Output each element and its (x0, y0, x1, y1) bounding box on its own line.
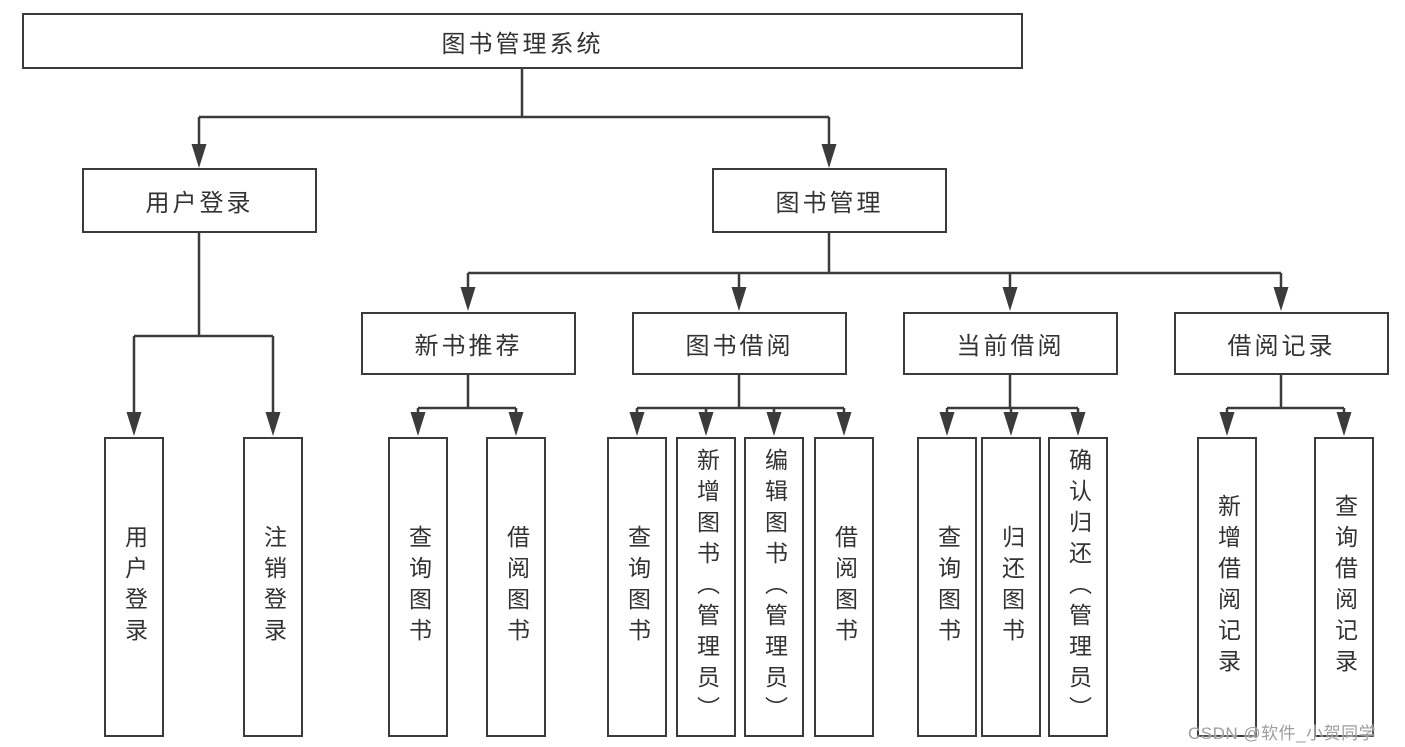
leaf-return-books: 归还图书 (981, 437, 1041, 737)
leaf-label: 编辑图书（管理员） (761, 447, 788, 727)
leaf-confirm-return-admin: 确认归还（管理员） (1048, 437, 1108, 737)
leaf-logout: 注销登录 (243, 437, 303, 737)
leaf-label: 借阅图书 (503, 525, 530, 649)
node-root-system: 图书管理系统 (22, 13, 1023, 69)
node-module-borrow-records: 借阅记录 (1174, 312, 1389, 375)
leaf-borrow-books: 借阅图书 (814, 437, 874, 737)
node-book-management-label: 图书管理 (775, 190, 884, 217)
node-module-new-book-recommend: 新书推荐 (361, 312, 576, 375)
leaf-label: 用户登录 (121, 525, 148, 649)
module-label: 当前借阅 (956, 333, 1065, 360)
arrowheads (126, 144, 1352, 436)
csdn-watermark: CSDN @软件_小贺同学 (1188, 724, 1377, 743)
leaf-label: 借阅图书 (831, 525, 858, 649)
leaf-borrow-books: 借阅图书 (486, 437, 546, 737)
module-label: 图书借阅 (685, 333, 794, 360)
node-module-book-borrow: 图书借阅 (632, 312, 847, 375)
leaf-add-books-admin: 新增图书（管理员） (676, 437, 736, 737)
leaf-label: 查询图书 (405, 525, 432, 649)
node-user-login-branch: 用户登录 (82, 168, 317, 233)
module-label: 新书推荐 (414, 333, 523, 360)
leaf-label: 确认归还（管理员） (1065, 447, 1092, 727)
leaf-label: 注销登录 (260, 525, 287, 649)
leaf-label: 归还图书 (998, 525, 1025, 649)
leaf-query-borrow-record: 查询借阅记录 (1314, 437, 1374, 737)
node-root-label: 图书管理系统 (441, 30, 604, 58)
node-user-login-label: 用户登录 (145, 190, 254, 217)
leaf-query-books: 查询图书 (607, 437, 667, 737)
leaf-edit-books-admin: 编辑图书（管理员） (744, 437, 804, 737)
leaf-label: 新增图书（管理员） (693, 447, 720, 727)
leaf-query-books: 查询图书 (917, 437, 977, 737)
node-module-current-borrow: 当前借阅 (903, 312, 1118, 375)
leaf-add-borrow-record: 新增借阅记录 (1197, 437, 1257, 737)
node-book-management-branch: 图书管理 (712, 168, 947, 233)
leaf-label: 查询图书 (934, 525, 961, 649)
leaf-user-login: 用户登录 (104, 437, 164, 737)
leaf-label: 查询借阅记录 (1331, 494, 1358, 680)
leaf-label: 查询图书 (624, 525, 651, 649)
module-label: 借阅记录 (1227, 333, 1336, 360)
leaf-query-books: 查询图书 (388, 437, 448, 737)
leaf-label: 新增借阅记录 (1214, 494, 1241, 680)
